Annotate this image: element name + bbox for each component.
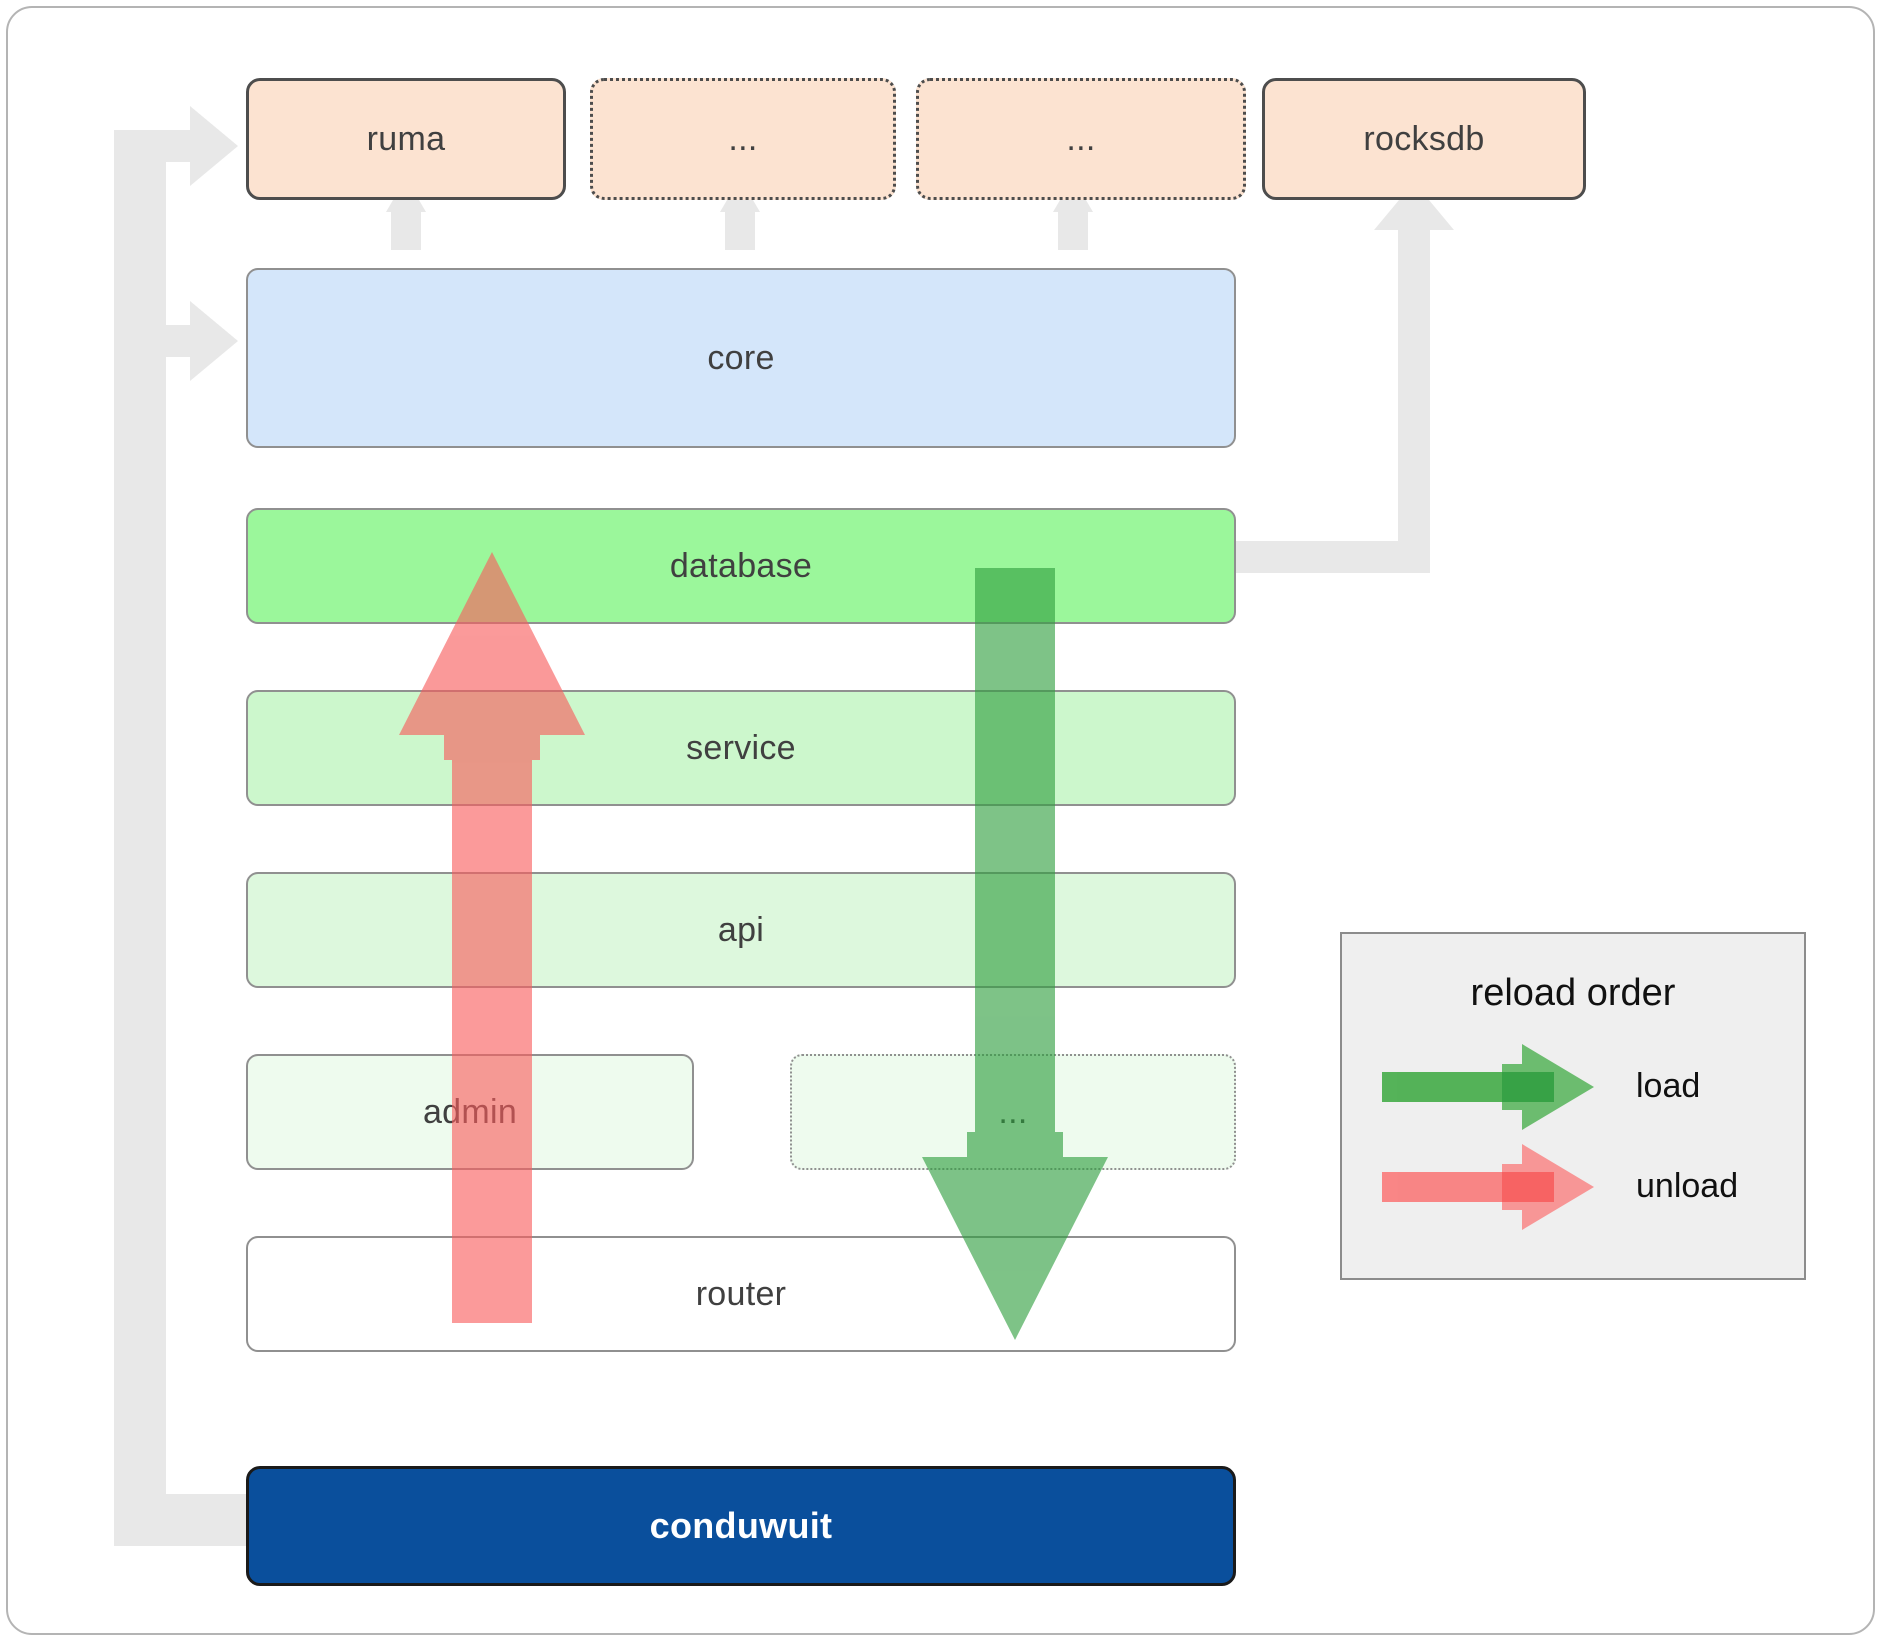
core-box[interactable]: core [246,268,1236,448]
connector-vertical-trunk [114,130,166,1546]
dependency-label: ruma [366,119,446,158]
legend-title: reload order [1470,972,1676,1014]
connector-database-to-rocksdb [1236,182,1454,573]
connector-arrow-to-core [166,301,238,381]
layer-label: service [686,728,796,767]
load-arrow-head [922,1132,1108,1340]
legend-unload-overlap [1502,1172,1554,1202]
root-label: conduwuit [649,1505,833,1546]
legend-arrows [1382,1044,1594,1230]
dependency-label: ... [1066,119,1096,158]
layer-box-service[interactable]: service [246,690,1236,806]
dependency-box-2[interactable]: ... [590,78,896,200]
legend-label-load: load [1636,1067,1701,1105]
load-arrow-shaft [975,568,1055,1238]
legend-panel: reload order load unload [1340,932,1806,1280]
legend-load-overlap [1502,1072,1554,1102]
layer-box-api[interactable]: api [246,872,1236,988]
layer-box-database[interactable]: database [246,508,1236,624]
layer-label: api [717,910,765,949]
root-box-conduwuit[interactable]: conduwuit [246,1466,1236,1586]
dependency-box-3[interactable]: ... [916,78,1246,200]
dependency-box-rocksdb[interactable]: rocksdb [1262,78,1586,200]
layer-box-router[interactable]: router [246,1236,1236,1352]
core-label: core [707,338,775,377]
legend-label-unload: unload [1636,1167,1739,1205]
layer-label: router [695,1274,787,1313]
dependency-label: ... [728,119,758,158]
unload-arrow-up [399,552,585,1323]
legend-load-arrow [1382,1044,1594,1130]
dependency-box-ruma[interactable]: ruma [246,78,566,200]
load-arrow-down [922,568,1108,1340]
unload-arrow-head [399,552,585,760]
layer-label: database [669,546,813,585]
connector-arrow-to-ruma [166,106,238,186]
legend-unload-arrow [1382,1144,1594,1230]
dependency-label: rocksdb [1363,119,1485,158]
